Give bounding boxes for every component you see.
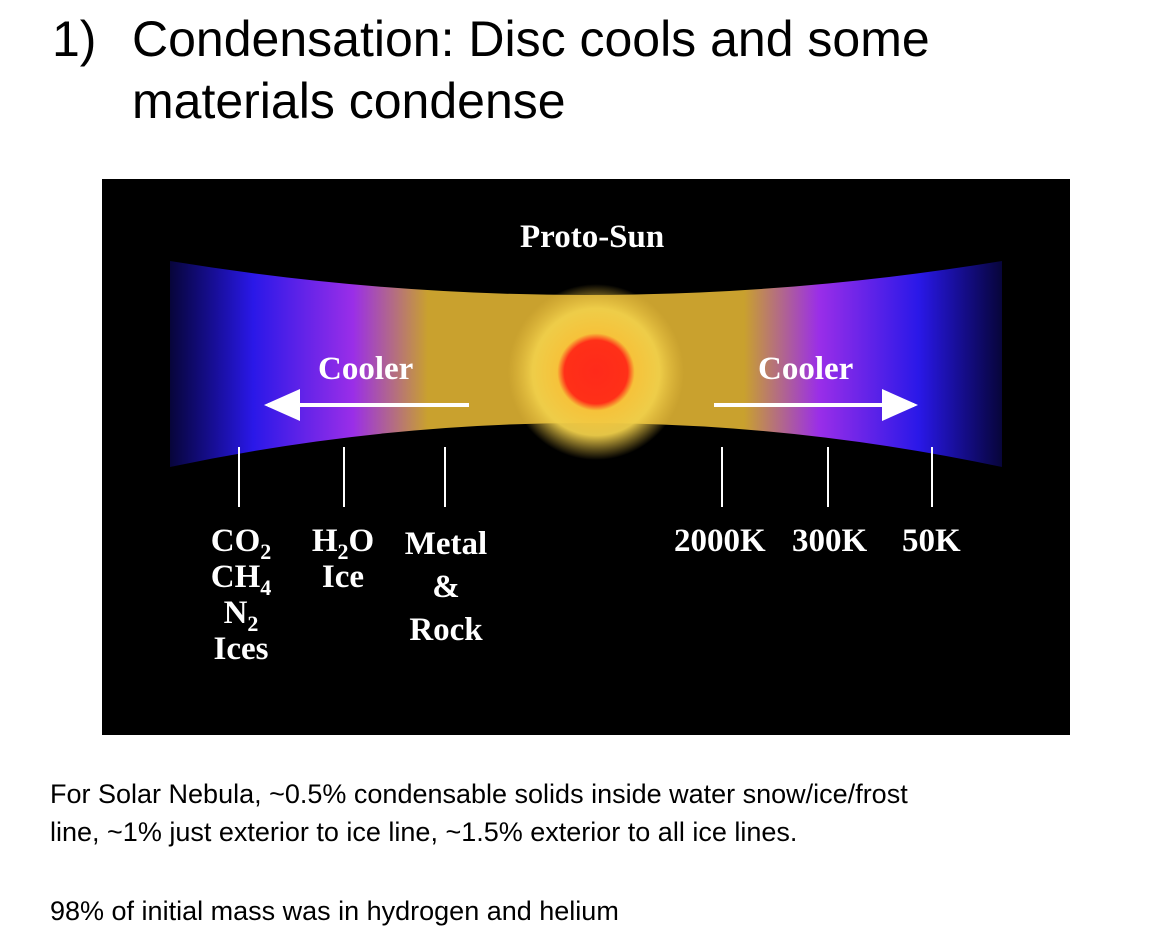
paragraph-line-1: For Solar Nebula, ~0.5% condensable soli… (50, 779, 908, 809)
paragraph-line-2: line, ~1% just exterior to ice line, ~1.… (50, 817, 798, 847)
title-text: Condensation: Disc cools and some materi… (132, 8, 1112, 132)
rock-word: Rock (409, 612, 483, 648)
n2-base: N (223, 595, 248, 631)
ch4-subscript: 4 (260, 575, 272, 600)
ampersand: & (432, 569, 460, 605)
title-number: 1) (52, 11, 97, 67)
n2-subscript: 2 (247, 611, 259, 636)
ch4-base: CH (210, 559, 261, 595)
h2o-base: H (311, 523, 338, 559)
hydrogen-helium-paragraph: 98% of initial mass was in hydrogen and … (50, 896, 619, 926)
n2-formula: N2 (196, 595, 286, 635)
h2o-oxygen: O (348, 523, 375, 559)
temp-label-50k: 50K (902, 523, 961, 559)
cooler-left-label: Cooler (318, 351, 414, 387)
co2-base: CO (210, 523, 261, 559)
title-line-2: materials condense (132, 73, 566, 129)
metal-rock-label: Metal & Rock (392, 523, 500, 652)
h2o-formula: H2O (302, 523, 384, 563)
condensable-solids-paragraph: For Solar Nebula, ~0.5% condensable soli… (50, 775, 1130, 851)
ch4-formula: CH4 (196, 559, 286, 599)
temp-label-2000k: 2000K (674, 523, 766, 559)
proto-sun-glow (508, 284, 684, 460)
proto-sun-label: Proto-Sun (520, 219, 665, 255)
water-ice-label: H2O Ice (302, 523, 384, 595)
condensation-diagram: Proto-Sun Cooler Cooler CO2 CH4 N2 Ices … (102, 179, 1070, 735)
ices-word: Ices (213, 631, 269, 667)
metal-word: Metal (404, 526, 488, 562)
disc-graphic (170, 261, 1002, 507)
cooler-right-label: Cooler (758, 351, 854, 387)
ices-label: CO2 CH4 N2 Ices (196, 523, 286, 667)
co2-formula: CO2 (196, 523, 286, 563)
title-line-1: Condensation: Disc cools and some (132, 11, 930, 67)
temp-label-300k: 300K (792, 523, 868, 559)
h2o-subscript: 2 (337, 539, 349, 564)
ice-word: Ice (321, 559, 365, 595)
co2-subscript: 2 (260, 539, 272, 564)
